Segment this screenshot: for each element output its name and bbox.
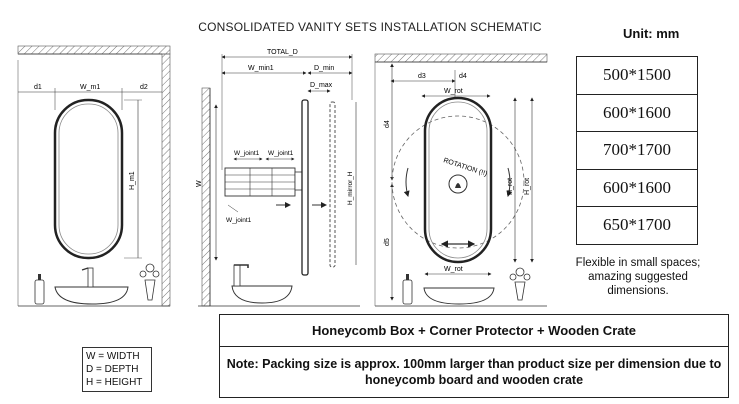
right-wall-hatch — [161, 53, 171, 307]
label-rotation: ROTATION (!!) — [442, 157, 488, 178]
packing-header: Honeycomb Box + Corner Protector + Woode… — [220, 315, 728, 347]
rotation-mirror — [423, 96, 493, 264]
label-w-rot-bottom: W_rot — [444, 266, 463, 273]
size-option: 650*1700 — [603, 215, 671, 235]
label-d5: d5 — [384, 238, 391, 246]
label-w-joint1-c: W_joint1 — [226, 217, 252, 224]
side-mirror — [301, 99, 309, 276]
dimension-legend: W = WIDTH D = DEPTH H = HEIGHT — [82, 347, 152, 392]
flower-vase — [144, 279, 156, 301]
label-w-rot-top: W_rot — [444, 88, 463, 95]
label-h-rot-b: H_rot — [524, 178, 531, 195]
label-h-rot-a: H_rot — [507, 178, 514, 195]
size-option: 500*1500 — [577, 57, 697, 95]
label-d4-side: d4 — [384, 120, 391, 128]
extended-mirror — [329, 101, 336, 268]
packing-note: Note: Packing size is approx. 100mm larg… — [226, 357, 722, 387]
label-d2: d2 — [140, 84, 148, 91]
side-view: TOTAL_D W_min1 D_min D_max W W_joint1 W_… — [196, 49, 360, 307]
size-option: 600*1600 — [577, 170, 697, 208]
ceiling-hatch — [17, 45, 171, 55]
label-w-joint1-b: W_joint1 — [268, 150, 294, 157]
label-d3: d3 — [418, 73, 426, 80]
label-h-m1: H_m1 — [129, 171, 136, 190]
legend-depth: D = DEPTH — [86, 364, 139, 375]
size-option: 700*1700 — [577, 132, 697, 170]
wall-hatch — [201, 87, 211, 307]
rotation-view: d3 d4 W_rot d4 d5 ROTATION (!!) H_rot H_… — [374, 53, 548, 307]
label-d1: d1 — [34, 84, 42, 91]
flexible-note: Flexible in small spaces; amazing sugges… — [575, 257, 701, 297]
size-option: 600*1600 — [577, 95, 697, 133]
legend-height: H = HEIGHT — [86, 377, 143, 388]
diagram-title: CONSOLIDATED VANITY SETS INSTALLATION SC… — [198, 20, 542, 34]
soap-bottle — [34, 279, 45, 305]
packing-box: Honeycomb Box + Corner Protector + Woode… — [219, 314, 729, 398]
label-w-min1: W_min1 — [248, 65, 274, 72]
label-w-m1: W_m1 — [80, 84, 100, 91]
label-w-joint1-a: W_joint1 — [234, 150, 260, 157]
faucet — [233, 264, 241, 287]
legend-width: W = WIDTH — [86, 351, 140, 362]
label-d-max: D_max — [310, 82, 333, 89]
unit-label: Unit: mm — [623, 26, 680, 41]
label-d4-top: d4 — [459, 73, 467, 80]
label-w: W — [196, 180, 203, 187]
front-mirror — [53, 98, 124, 260]
label-h-mirror: H_mirror_H — [347, 171, 354, 205]
label-d-min: D_min — [314, 65, 334, 72]
size-table: 500*1500 600*1600 700*1700 600*1600 650*… — [576, 56, 698, 245]
front-view: d1 W_m1 d2 H_m1 — [17, 45, 171, 307]
label-total-d: TOTAL_D — [267, 49, 298, 56]
rotation-circle — [391, 115, 525, 249]
